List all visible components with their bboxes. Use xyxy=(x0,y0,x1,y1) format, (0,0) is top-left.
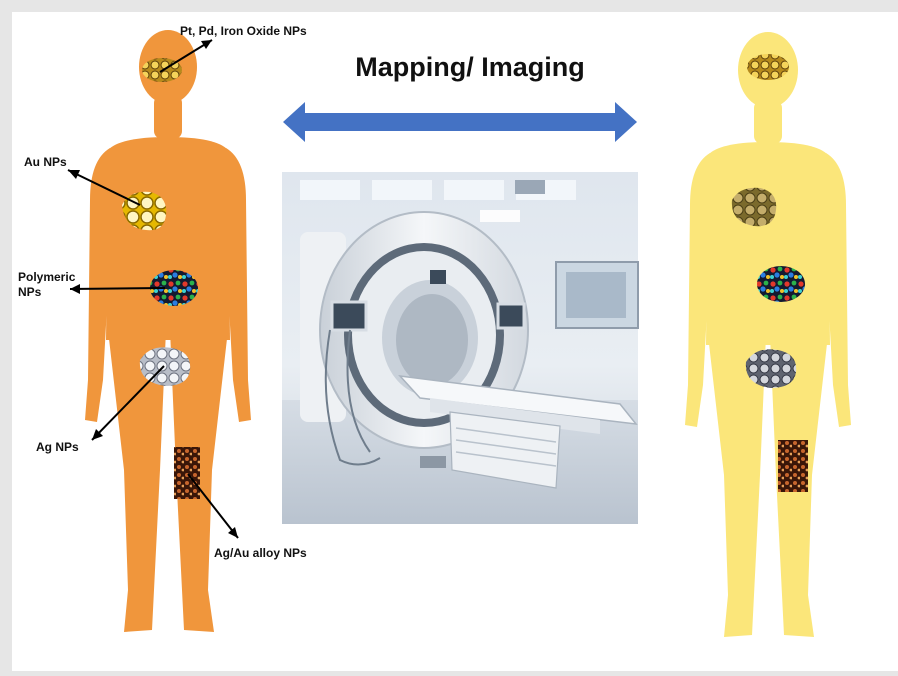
right-brain-np-cluster xyxy=(747,54,789,80)
pelvis-np-label: Ag NPs xyxy=(36,440,79,454)
thigh-np-cluster xyxy=(174,447,200,499)
abdomen-np-label-line2: NPs xyxy=(18,285,41,299)
mri-scanner-photo xyxy=(282,172,638,524)
thigh-np-label: Ag/Au alloy NPs xyxy=(214,546,307,560)
chest-np-label: Au NPs xyxy=(24,155,67,169)
right-thigh-np-cluster xyxy=(778,440,808,492)
right-abdomen-np-cluster xyxy=(757,266,805,302)
abdomen-pointer-arrow xyxy=(70,288,165,289)
brain-np-label: Pt, Pd, Iron Oxide NPs xyxy=(180,24,307,38)
diagram-title: Mapping/ Imaging xyxy=(320,52,620,83)
abdomen-np-label-line1: Polymeric xyxy=(18,270,75,284)
